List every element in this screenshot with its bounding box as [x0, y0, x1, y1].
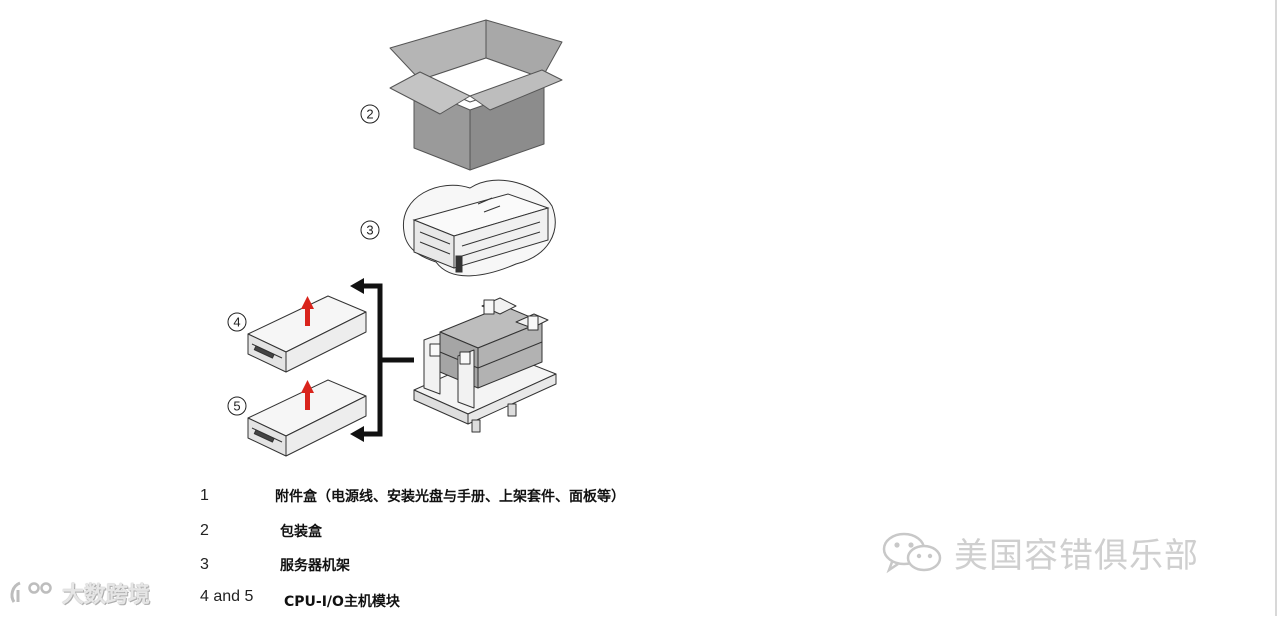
callout-2-label: 2 — [366, 107, 373, 122]
watermark-left-text: 大数跨境 — [62, 577, 150, 609]
pallet-leg-2 — [508, 404, 516, 416]
foam-post-3 — [430, 344, 440, 356]
callout-3: 3 — [361, 221, 379, 239]
foam-post-1 — [484, 300, 494, 314]
watermark-right-text: 美国容错俱乐部 — [954, 528, 1199, 577]
arrow-head-top — [350, 278, 364, 294]
chassis-handle — [456, 256, 462, 272]
foam-post-2 — [528, 316, 538, 330]
packaging-box — [390, 20, 562, 170]
legend-description: 附件盒（电源线、安装光盘与手册、上架套件、面板等） — [275, 486, 625, 506]
callout-5: 5 — [228, 397, 246, 415]
brand-logo-icon — [8, 578, 58, 608]
foam-post-4 — [460, 352, 470, 364]
legend-number: 2 — [200, 522, 270, 540]
watermark-right: 美国容错俱乐部 — [880, 528, 1199, 576]
legend-number: 3 — [200, 556, 270, 574]
page-edge-rule — [1275, 0, 1277, 616]
chassis-in-bag — [403, 180, 555, 276]
arrow-head-bottom — [350, 426, 364, 442]
callout-4: 4 — [228, 313, 246, 331]
callout-3-label: 3 — [366, 223, 373, 238]
wechat-icon — [880, 530, 944, 574]
arrow-to-top-module — [362, 286, 414, 360]
bracket-arrows — [362, 286, 414, 434]
callout-5-label: 5 — [233, 399, 240, 414]
callout-2: 2 — [361, 105, 379, 123]
legend-description: 包装盒 — [280, 521, 322, 541]
legend-number: 1 — [200, 487, 270, 505]
legend-description: CPU-I/O主机模块 — [284, 591, 400, 611]
watermark-left: 大数跨境 — [8, 576, 150, 610]
legend-number: 4 and 5 — [200, 588, 270, 606]
foam-block-1 — [424, 334, 440, 394]
pallet-leg-1 — [472, 420, 480, 432]
legend-description: 服务器机架 — [280, 555, 350, 575]
pallet-with-modules — [414, 298, 556, 432]
callout-4-label: 4 — [233, 315, 240, 330]
